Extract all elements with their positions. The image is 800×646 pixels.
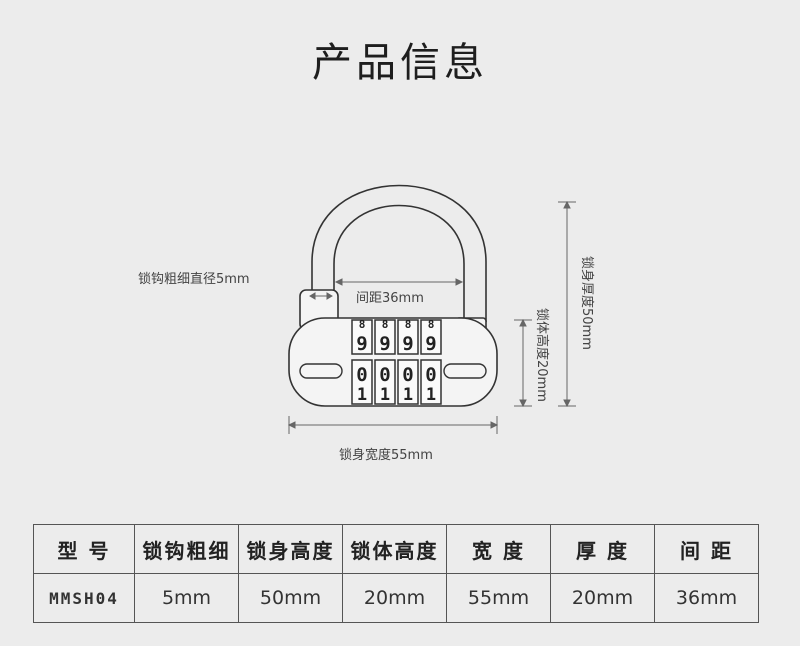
cell-width: 55mm <box>446 573 551 623</box>
table-header-row: 型 号 锁钩粗细 锁身高度 锁体高度 宽 度 厚 度 间 距 <box>33 524 759 574</box>
dial-digit: 0 <box>379 364 390 386</box>
body-height-label: 锁体高度20mm <box>534 308 550 402</box>
left-slot <box>299 363 343 379</box>
dial-window-lower <box>351 359 373 405</box>
header-model: 型 号 <box>33 524 135 574</box>
right-slot <box>443 363 487 379</box>
cell-shackle-thickness: 5mm <box>134 573 239 623</box>
page-title: 产品信息 <box>312 40 488 86</box>
cell-body-height: 50mm <box>238 573 343 623</box>
shackle-diameter-label: 锁钩粗细直径5mm <box>138 271 250 287</box>
cell-thickness: 20mm <box>550 573 655 623</box>
dial-digit: 1 <box>426 385 436 405</box>
dial-digit: 1 <box>357 385 367 405</box>
dim-body-width <box>287 416 499 434</box>
body-thickness-label: 锁身厚度50mm <box>579 256 595 350</box>
cell-model: MMSH04 <box>33 573 135 623</box>
dial-digit: 9 <box>425 333 436 355</box>
table-row: MMSH04 5mm 50mm 20mm 55mm 20mm 36mm <box>33 573 759 623</box>
dial-digit: 8 <box>428 318 435 331</box>
dial-digit: 0 <box>402 364 413 386</box>
spec-table: 型 号 锁钩粗细 锁身高度 锁体高度 宽 度 厚 度 间 距 MMSH04 5m… <box>33 524 759 623</box>
dial-digit: 9 <box>356 333 367 355</box>
dial-digit: 9 <box>402 333 413 355</box>
dial-window-lower <box>397 359 419 405</box>
dial-digit: 8 <box>405 318 412 331</box>
dial-digit: 1 <box>403 385 413 405</box>
dial-digit: 0 <box>425 364 436 386</box>
dim-shackle-diameter <box>309 292 333 300</box>
dial-digit: 9 <box>379 333 390 355</box>
header-spacing: 间 距 <box>654 524 759 574</box>
header-body-height: 锁身高度 <box>238 524 343 574</box>
header-width: 宽 度 <box>446 524 551 574</box>
cell-lock-body-height: 20mm <box>342 573 447 623</box>
dim-spacing <box>334 278 464 286</box>
cell-spacing: 36mm <box>654 573 759 623</box>
dim-body-height <box>514 318 532 408</box>
dial-digit: 8 <box>359 318 366 331</box>
header-shackle-thickness: 锁钩粗细 <box>134 524 239 574</box>
dial-window-lower <box>420 359 442 405</box>
body-width-label: 锁身宽度55mm <box>339 447 433 463</box>
dial-digit: 1 <box>380 385 390 405</box>
dial-digit: 0 <box>356 364 367 386</box>
shackle <box>311 184 487 322</box>
dim-body-thickness <box>558 200 576 408</box>
dial-window-upper <box>397 319 419 355</box>
header-thickness: 厚 度 <box>550 524 655 574</box>
dial-digit: 8 <box>382 318 389 331</box>
dial-window-upper <box>420 319 442 355</box>
spacing-label: 间距36mm <box>356 291 424 306</box>
dial-window-upper <box>374 319 396 355</box>
dial-window-lower <box>374 359 396 405</box>
header-lock-body-height: 锁体高度 <box>342 524 447 574</box>
dial-window-upper <box>351 319 373 355</box>
